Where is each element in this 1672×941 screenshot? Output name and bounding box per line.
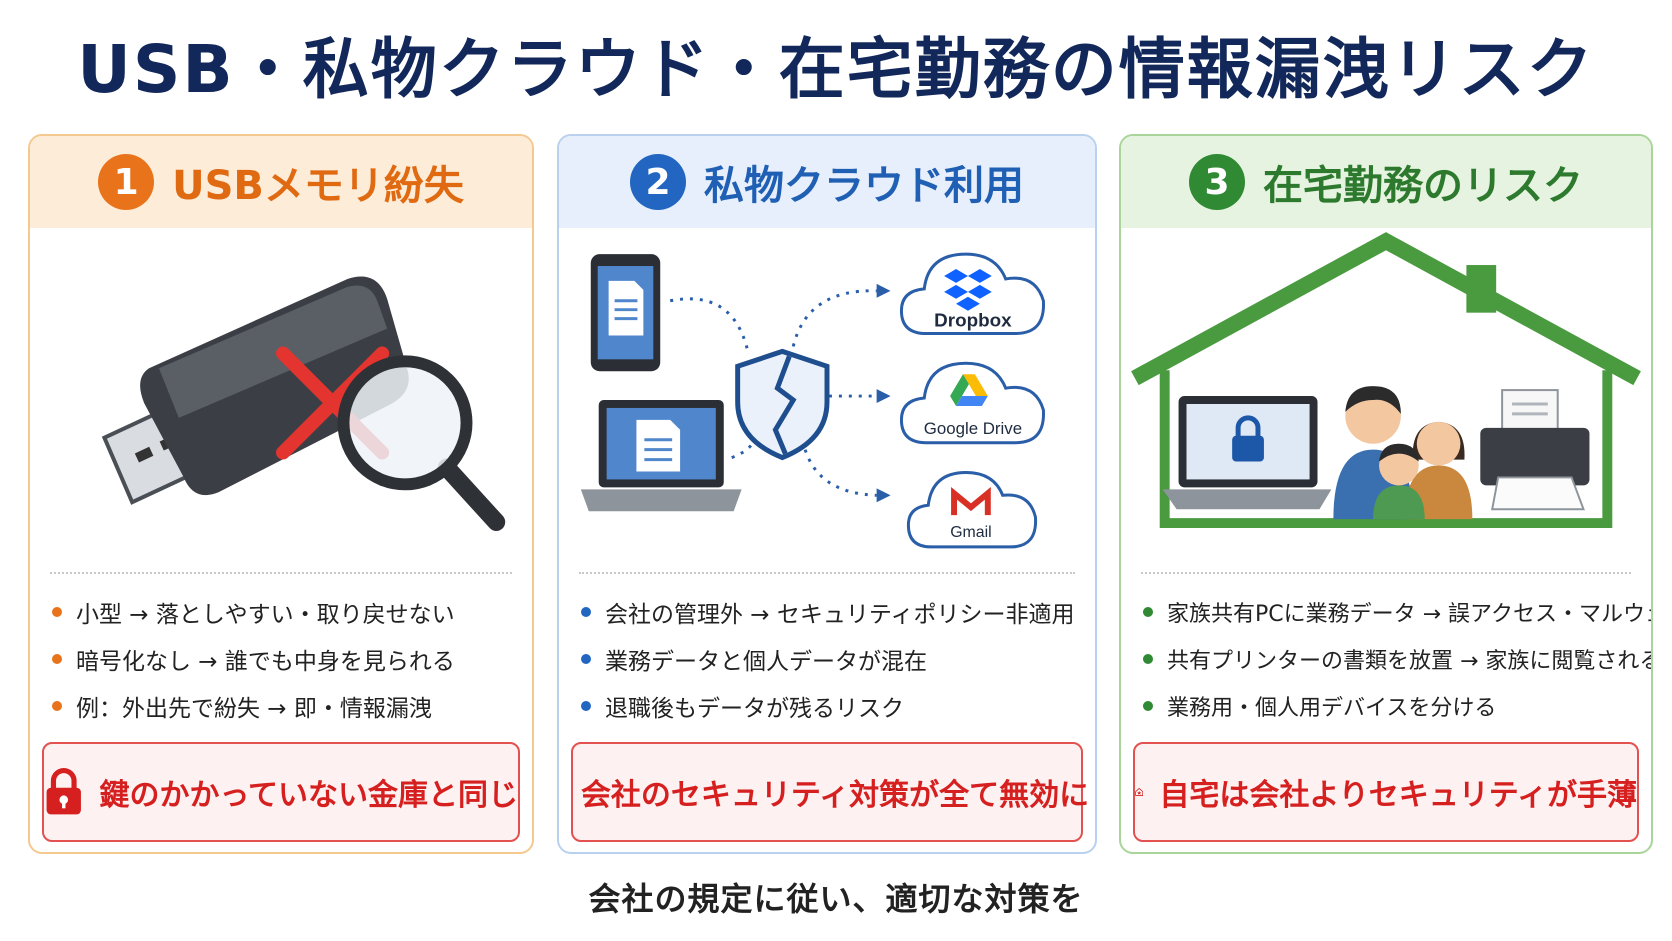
panel-header: 3 在宅勤務のリスク	[1121, 136, 1651, 228]
usb-lost-illustration	[101, 276, 506, 531]
house-alert-icon	[1135, 788, 1144, 796]
panel-private-cloud: 2 私物クラウド利用	[557, 134, 1097, 854]
padlock-icon	[46, 768, 81, 815]
broken-shield-icon	[735, 348, 830, 461]
laptop-icon	[580, 400, 742, 512]
callout-text: 鍵のかかっていない金庫と同じ	[99, 778, 519, 813]
callout-text: 自宅は会社よりセキュリティが手薄	[1159, 778, 1637, 813]
list-item: 業務データと個人データが混在	[581, 635, 1085, 682]
usb-drive-icon	[101, 276, 409, 505]
cloud-label: Gmail	[950, 524, 991, 541]
warning-callout: 鍵のかかっていない金庫と同じ	[42, 742, 520, 842]
bullet-list: 家族共有PCに業務データ → 誤アクセス・マルウェア 共有プリンターの書類を放置…	[1143, 588, 1651, 729]
printer-icon	[1480, 389, 1590, 511]
panel-number: 3	[1189, 154, 1245, 210]
cloud-gmail-icon: Gmail	[906, 470, 1037, 549]
divider	[579, 572, 1075, 574]
list-item: 暗号化なし → 誰でも中身を見られる	[52, 635, 522, 682]
cloud-google-drive-icon: Google Drive	[899, 361, 1045, 445]
magnifier-icon	[337, 355, 506, 531]
callout-text: 会社のセキュリティ対策が全て無効に	[580, 778, 1090, 813]
panel-heading: 在宅勤務のリスク	[1263, 163, 1583, 209]
cloud-dropbox-icon: Dropbox	[899, 252, 1045, 336]
warning-callout: 自宅は会社よりセキュリティが手薄	[1133, 742, 1639, 842]
cloud-label: Google Drive	[924, 419, 1022, 438]
panel-heading: USBメモリ紛失	[172, 163, 464, 209]
divider	[50, 572, 512, 574]
cloud-flow-illustration: Dropbox Google Drive Gmail	[580, 252, 1045, 549]
house-icon	[1131, 232, 1641, 529]
page-title: USB・私物クラウド・在宅勤務の情報漏洩リスク	[77, 31, 1595, 108]
panel-remote-work: 3 在宅勤務のリスク	[1119, 134, 1653, 854]
list-item: 退職後もデータが残るリスク	[581, 682, 1085, 729]
family-icon	[1333, 386, 1473, 520]
list-item: 家族共有PCに業務データ → 誤アクセス・マルウェア	[1143, 588, 1651, 635]
panel-usb-loss: 1 USBメモリ紛失 小型 → 落としやすい・取り戻せない 暗号化なし → 誰で…	[28, 134, 534, 854]
panel-number: 1	[98, 154, 155, 210]
home-office-illustration	[1131, 232, 1641, 529]
smartphone-icon	[590, 254, 661, 372]
panel-number: 2	[630, 154, 686, 210]
list-item: 会社の管理外 → セキュリティポリシー非適用	[581, 588, 1085, 635]
warning-callout: 会社のセキュリティ対策が全て無効に	[571, 742, 1089, 842]
panel-header: 2 私物クラウド利用	[559, 136, 1095, 228]
bullet-list: 会社の管理外 → セキュリティポリシー非適用 業務データと個人データが混在 退職…	[581, 588, 1085, 729]
laptop-lock-icon	[1162, 396, 1332, 510]
cloud-label: Dropbox	[934, 310, 1012, 331]
dotted-arrows	[669, 289, 877, 497]
panel-heading: 私物クラウド利用	[704, 163, 1024, 209]
divider	[1141, 572, 1631, 574]
bullet-list: 小型 → 落としやすい・取り戻せない 暗号化なし → 誰でも中身を見られる 例：…	[52, 588, 522, 729]
list-item: 例：外出先で紛失 → 即・情報漏洩	[52, 682, 522, 729]
list-item: 業務用・個人用デバイスを分ける	[1143, 682, 1641, 729]
footer-message: 会社の規定に従い、適切な対策を	[588, 880, 1084, 918]
list-item: 小型 → 落としやすい・取り戻せない	[52, 588, 522, 635]
list-item: 共有プリンターの書類を放置 → 家族に閲覧される	[1143, 635, 1651, 682]
panel-header: 1 USBメモリ紛失	[30, 136, 532, 228]
